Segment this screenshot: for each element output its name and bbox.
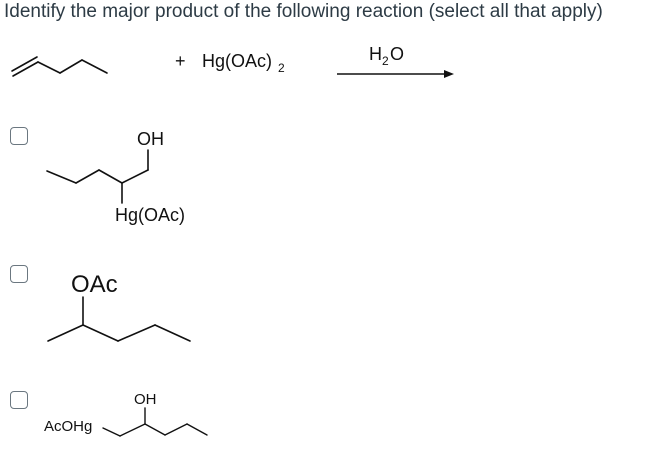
solvent-main: H xyxy=(369,44,382,64)
solvent-subscript: 2 xyxy=(382,54,389,68)
solvent-tail: O xyxy=(390,44,404,64)
reagent-label: Hg(OAc) 2 xyxy=(202,51,285,75)
reagent-subscript: 2 xyxy=(278,61,285,75)
option-2-structure: OAc xyxy=(47,271,191,342)
option-3-structure: OH AcOHg xyxy=(44,391,208,437)
option-3-checkbox[interactable] xyxy=(10,391,28,409)
option-3-acohg-label: AcOHg xyxy=(44,418,92,435)
solvent-label: H 2 O xyxy=(369,44,404,68)
option-1-oh-label: OH xyxy=(137,129,164,149)
reagent-plus: + xyxy=(175,51,186,71)
reagent-main: Hg(OAc) xyxy=(202,51,272,71)
option-1-checkbox[interactable] xyxy=(10,127,28,145)
starting-alkene xyxy=(11,56,108,77)
option-1-hg-label: Hg(OAc) xyxy=(115,205,185,225)
option-3-oh-label: OH xyxy=(134,391,157,408)
option-1-structure: OH Hg(OAc) xyxy=(46,129,185,225)
option-2-oac-label: OAc xyxy=(71,271,118,298)
question-prompt: Identify the major product of the follow… xyxy=(4,1,603,22)
option-2-checkbox[interactable] xyxy=(10,265,28,283)
reaction-arrow-icon xyxy=(337,70,454,78)
